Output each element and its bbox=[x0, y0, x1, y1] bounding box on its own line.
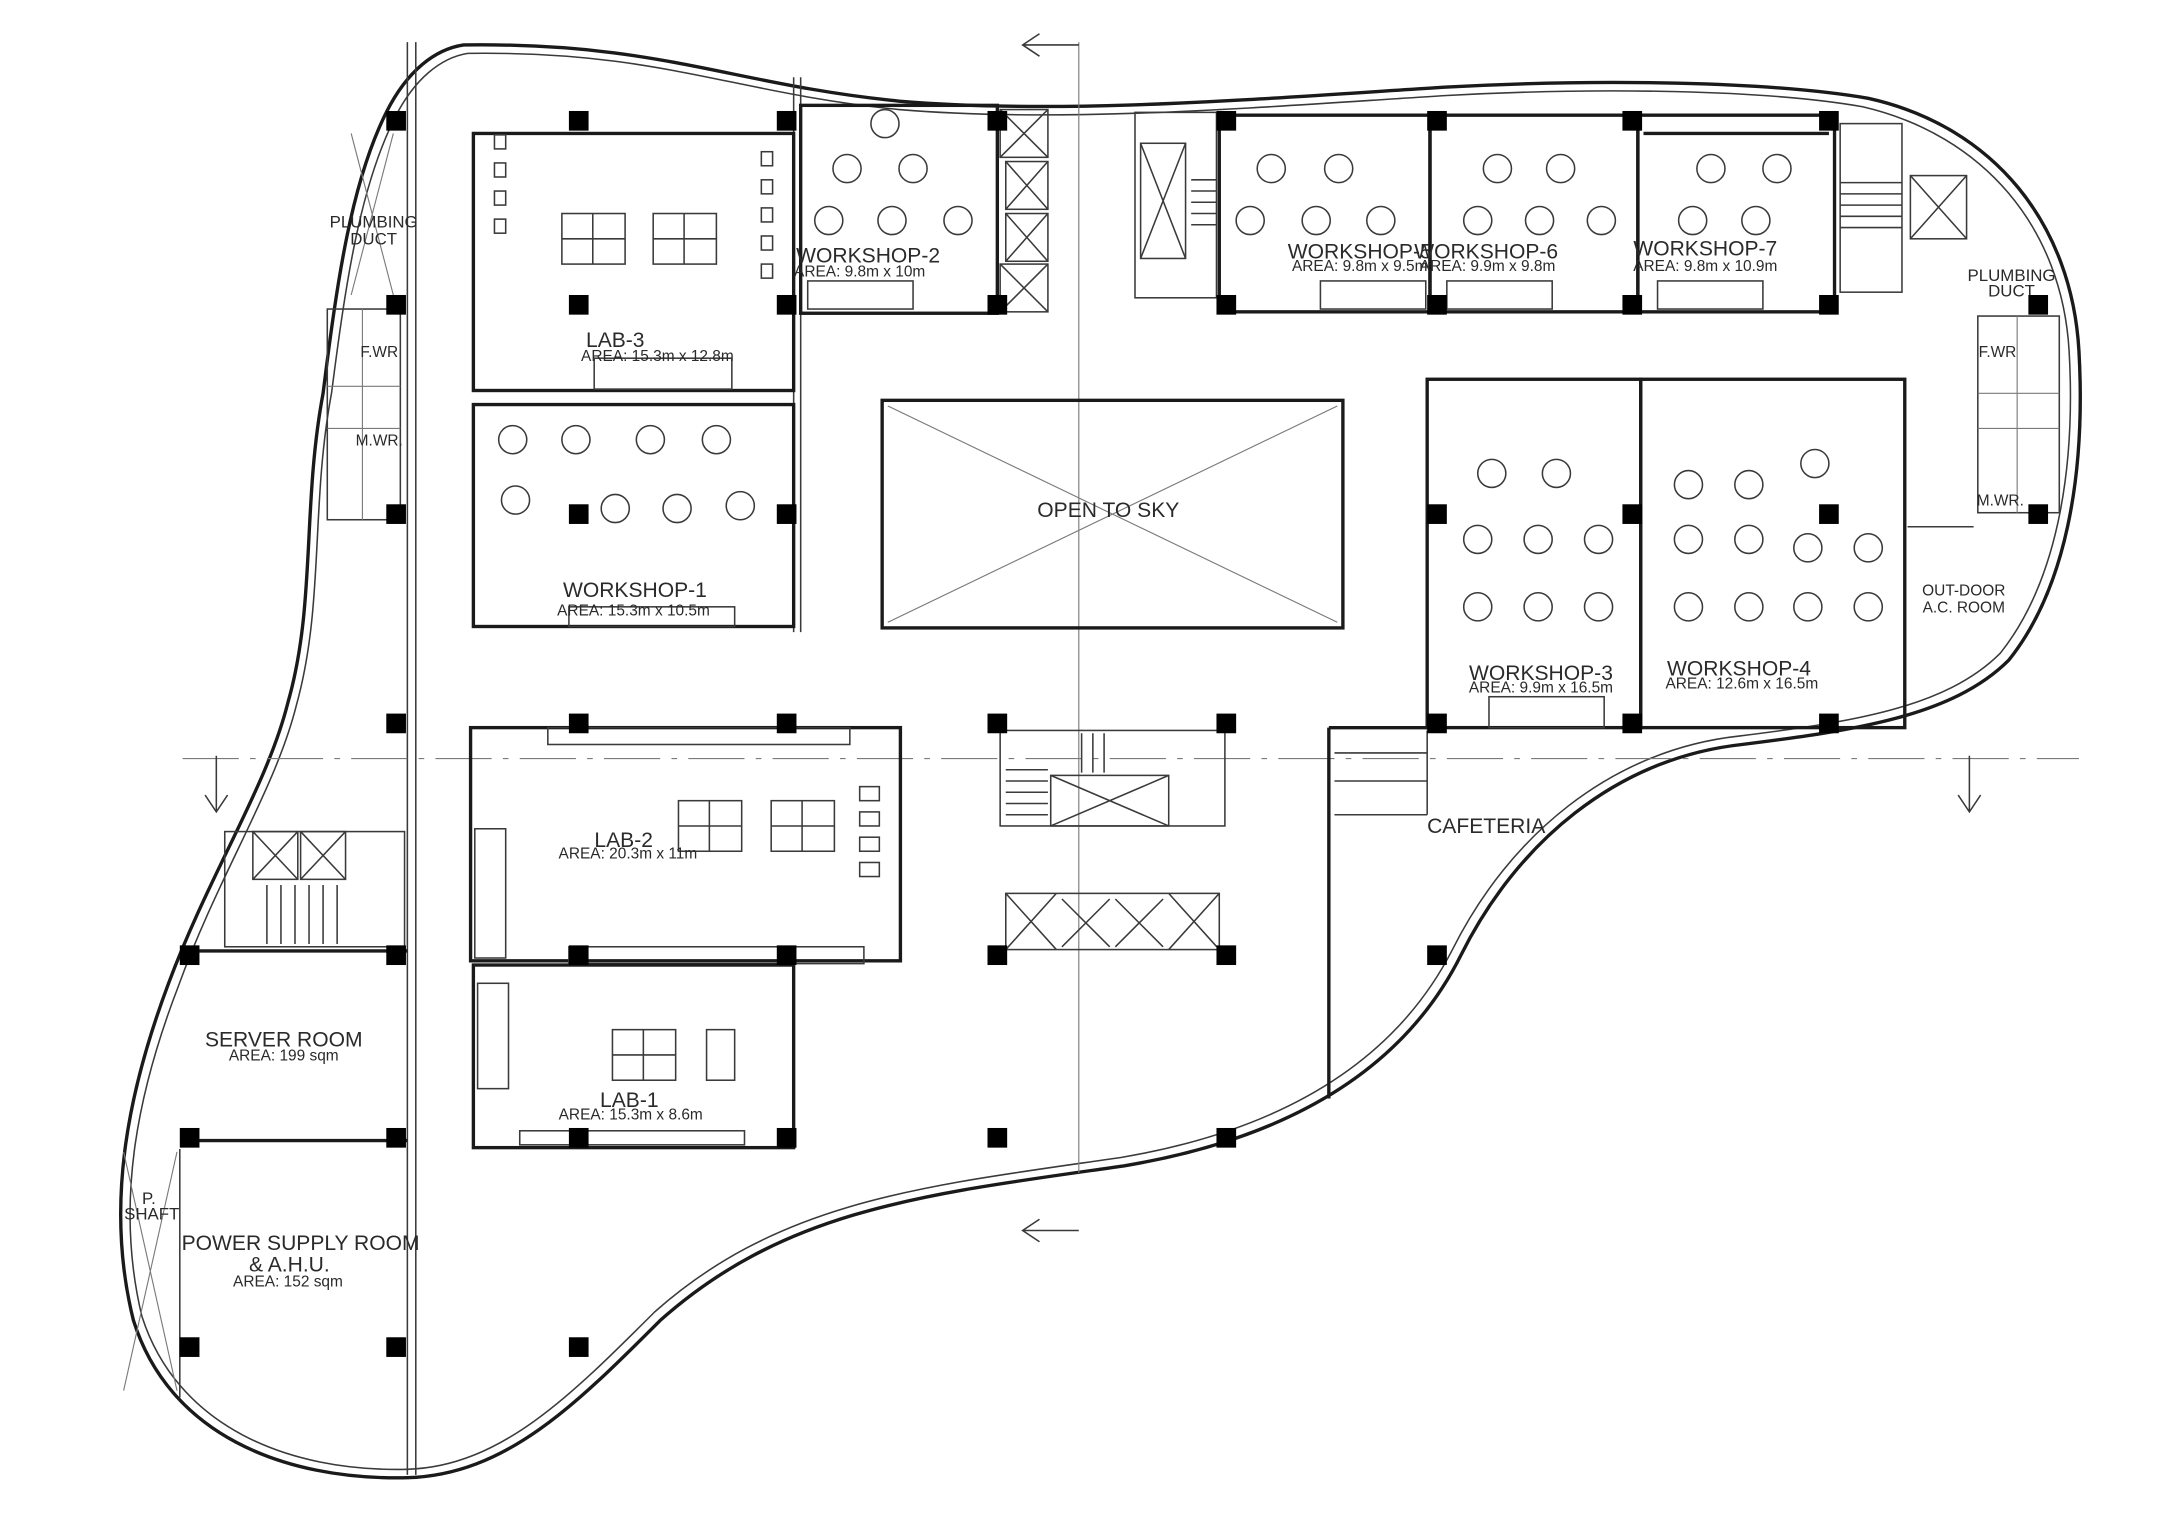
cafeteria-steps bbox=[1334, 730, 1428, 816]
workshop5-tables bbox=[1235, 153, 1427, 310]
lab1-area: AREA: 15.3m x 8.6m bbox=[559, 1107, 703, 1124]
workshop1-tables bbox=[497, 424, 756, 628]
server-room-name: SERVER ROOM bbox=[205, 1029, 363, 1052]
workshop7-area: AREA: 9.8m x 10.9m bbox=[1633, 258, 1777, 275]
left-toilet-block bbox=[326, 308, 402, 521]
plumbing-duct-cross bbox=[350, 133, 394, 296]
power-supply-area: AREA: 152 sqm bbox=[233, 1274, 343, 1291]
workshop6-room bbox=[1428, 113, 1640, 314]
corridor-line bbox=[406, 42, 417, 1475]
open-to-sky-void bbox=[880, 398, 1345, 630]
workshop1-name: WORKSHOP-1 bbox=[563, 579, 707, 602]
workshop1-area: AREA: 15.3m x 10.5m bbox=[557, 602, 710, 619]
structural-columns bbox=[179, 110, 2049, 1357]
building-outline bbox=[118, 43, 2082, 1480]
section-arrow-left bbox=[204, 755, 229, 814]
p-shaft-cross bbox=[123, 1151, 178, 1391]
lift-bank-top bbox=[999, 108, 1049, 313]
workshop5-name: WORKSHOP-5 bbox=[1288, 240, 1432, 263]
server-room-walls bbox=[182, 949, 408, 1143]
lab3-tables bbox=[493, 134, 774, 390]
workshop2-name: WORKSHOP-2 bbox=[796, 245, 940, 268]
server-room-area: AREA: 199 sqm bbox=[229, 1048, 339, 1065]
building-outline-inner bbox=[129, 52, 2072, 1471]
workshop6-area: AREA: 9.9m x 9.8m bbox=[1420, 258, 1556, 275]
mwr-left-label: M.WR. bbox=[356, 432, 403, 449]
workshop4-area: AREA: 12.6m x 16.5m bbox=[1665, 675, 1818, 692]
lab2-area: AREA: 20.3m x 11m bbox=[559, 845, 698, 862]
workshop5-room bbox=[1217, 113, 1432, 314]
section-arrow-top bbox=[1021, 33, 1079, 57]
workshop4-room bbox=[1639, 377, 1907, 730]
lab2-name: LAB-2 bbox=[594, 829, 653, 852]
fwr-right-label: F.WR bbox=[1979, 344, 2017, 361]
workshop3-tables bbox=[1462, 458, 1614, 729]
cafeteria-label: CAFETERIA bbox=[1427, 815, 1545, 838]
fwr-left-label: F.WR bbox=[360, 344, 398, 361]
stair-top bbox=[1134, 111, 1218, 299]
lab3-area: AREA: 15.3m x 12.8m bbox=[581, 348, 734, 365]
open-to-sky-cross bbox=[887, 405, 1338, 623]
workshop3-name: WORKSHOP-3 bbox=[1469, 662, 1613, 685]
lab2-room bbox=[468, 725, 903, 963]
right-toilet-block bbox=[1977, 315, 2061, 514]
workshop6-tables bbox=[1446, 153, 1617, 310]
workshop3-area: AREA: 9.9m x 16.5m bbox=[1469, 680, 1613, 697]
workshop7-room bbox=[1636, 113, 1837, 314]
workshop7-tables bbox=[1656, 153, 1792, 310]
section-arrow-bottom bbox=[1021, 1218, 1079, 1243]
open-to-sky-label: OPEN TO SKY bbox=[1037, 499, 1179, 522]
lab1-name: LAB-1 bbox=[600, 1089, 659, 1112]
workshop2-tables bbox=[806, 108, 973, 310]
central-lift-bank bbox=[1004, 892, 1221, 951]
lab1-tables bbox=[476, 982, 746, 1146]
stair-right-top bbox=[1839, 122, 1968, 293]
workshop7-name: WORKSHOP-7 bbox=[1633, 238, 1777, 261]
workshop5-area: AREA: 9.8m x 9.5m bbox=[1292, 258, 1428, 275]
workshop2-area: AREA: 9.8m x 10m bbox=[794, 264, 925, 281]
mwr-right-label: M.WR. bbox=[1977, 493, 2024, 510]
workshop4-name: WORKSHOP-4 bbox=[1667, 658, 1811, 681]
workshop6-name: WORKSHOP-6 bbox=[1414, 240, 1558, 263]
lab3-name: LAB-3 bbox=[586, 329, 645, 352]
lab3-room bbox=[471, 131, 796, 393]
central-stair bbox=[999, 729, 1226, 827]
section-arrow-right bbox=[1957, 755, 1982, 814]
power-supply-name: POWER SUPPLY ROOM& A.H.U. bbox=[182, 1232, 420, 1276]
left-stair-core bbox=[223, 830, 406, 948]
workshop4-tables bbox=[1673, 448, 1884, 622]
toilet-partitions bbox=[327, 309, 401, 520]
lab1-room bbox=[471, 963, 796, 1150]
p-shaft-label: P.SHAFT bbox=[124, 1189, 179, 1223]
workshop2-room bbox=[798, 103, 1000, 315]
toilet-partitions-right bbox=[1977, 316, 2060, 513]
